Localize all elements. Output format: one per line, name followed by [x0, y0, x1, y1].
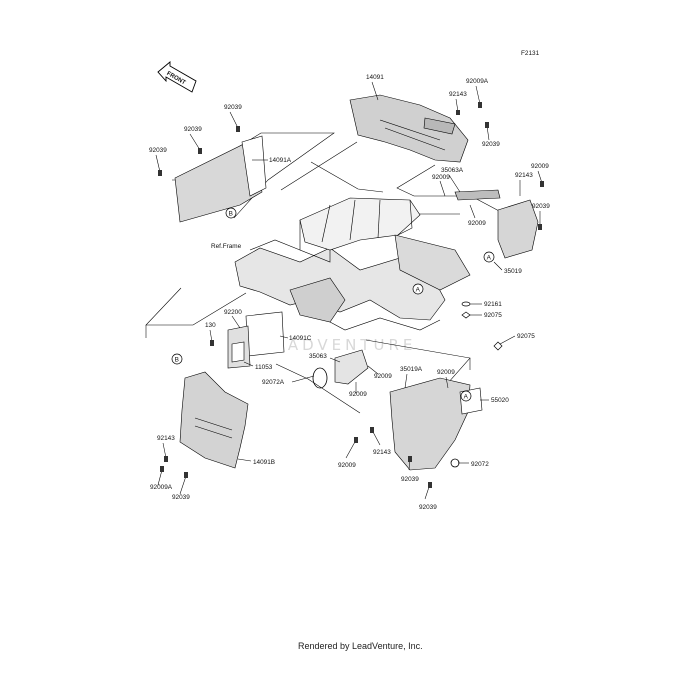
- fasteners: [158, 102, 544, 488]
- part-35019A: 35019A: [400, 366, 423, 373]
- part-92143-bottom: 92143: [373, 449, 391, 456]
- bracket-35019: [454, 189, 539, 259]
- cover-35019A: [389, 377, 483, 471]
- grommet-icon: [461, 311, 471, 319]
- part-92039-bottom-2: 92039: [419, 504, 437, 511]
- part-92075-a: 92075: [484, 312, 502, 319]
- bolt-icon: [540, 181, 544, 187]
- callout-B-lower: B: [175, 357, 179, 364]
- part-92039-bottom: 92039: [401, 476, 419, 483]
- diagram-id: F2131: [521, 50, 540, 57]
- part-92009-right: 92009: [531, 163, 549, 170]
- callout-A-frame: A: [416, 287, 421, 294]
- part-92039-top-left-3: 92039: [149, 147, 167, 154]
- bolt-icon: [370, 427, 374, 433]
- bolt-icon: [354, 437, 358, 443]
- part-number-labels: 14091 92009A 92143 92039 35063A 92009 92…: [149, 74, 550, 511]
- bolt-icon: [428, 482, 432, 488]
- footer-credit: Rendered by LeadVenture, Inc.: [298, 641, 423, 651]
- washer-icon: [461, 301, 471, 307]
- fender-14091: [349, 94, 469, 163]
- bolt-icon: [478, 102, 482, 108]
- front-arrow-icon: FRONT: [157, 61, 197, 93]
- part-92039-left: 92039: [172, 494, 190, 501]
- part-92072: 92072: [471, 461, 489, 468]
- part-92072A: 92072A: [262, 379, 285, 386]
- part-14091C: 14091C: [289, 335, 312, 342]
- part-14091A: 14091A: [269, 157, 292, 164]
- part-35019: 35019: [504, 268, 522, 275]
- bolt-icon: [160, 466, 164, 472]
- reference-callouts: B A A B A: [171, 207, 495, 402]
- part-92009-f: 92009: [338, 462, 356, 469]
- part-92009-mid-b: 92009: [468, 220, 486, 227]
- part-92009A-left: 92009A: [150, 484, 173, 491]
- callout-B-upper: B: [229, 211, 233, 218]
- part-92075-b: 92075: [517, 333, 535, 340]
- bracket-35063: [312, 349, 369, 389]
- bolt-icon: [408, 456, 412, 462]
- part-92009A-top: 92009A: [466, 78, 489, 85]
- clamp-icon: [450, 458, 460, 468]
- part-92161: 92161: [484, 301, 502, 308]
- bolt-icon: [164, 456, 168, 462]
- bolt-icon: [158, 170, 162, 176]
- bolt-icon: [210, 340, 214, 346]
- callout-A-right: A: [487, 255, 492, 262]
- bolt-icon: [538, 224, 542, 230]
- grommet-icon: [493, 341, 503, 351]
- part-92039-top-left-1: 92039: [224, 104, 242, 111]
- main-frame: [234, 197, 471, 331]
- part-35063: 35063: [309, 353, 327, 360]
- part-92039-top-left-2: 92039: [184, 126, 202, 133]
- fender-14091B: [179, 371, 249, 469]
- part-35063A: 35063A: [441, 167, 464, 174]
- part-92143-right: 92143: [515, 172, 533, 179]
- part-92039-right: 92039: [532, 203, 550, 210]
- ref-frame-label: Ref.Frame: [211, 243, 242, 250]
- part-92143-left: 92143: [157, 435, 175, 442]
- panel-14091C: [227, 311, 285, 369]
- watermark: LEADVENTURE: [262, 336, 416, 354]
- part-92009-d: 92009: [349, 391, 367, 398]
- part-14091: 14091: [366, 74, 384, 81]
- bolt-icon: [236, 126, 240, 132]
- bolt-icon: [184, 472, 188, 478]
- part-92009-c: 92009: [374, 373, 392, 380]
- bolt-icon: [485, 122, 489, 128]
- bolt-icon: [456, 110, 460, 115]
- bolt-icon: [198, 148, 202, 154]
- part-92009-e: 92009: [437, 369, 455, 376]
- part-92200: 92200: [224, 309, 242, 316]
- panel-14091A: [174, 135, 267, 223]
- part-11053: 11053: [255, 364, 273, 371]
- part-92009-mid-a: 92009: [432, 174, 450, 181]
- leader-lines: [155, 81, 543, 500]
- callout-A-lower: A: [464, 394, 469, 401]
- part-130: 130: [205, 322, 216, 329]
- part-55020: 55020: [491, 397, 509, 404]
- part-14091B: 14091B: [253, 459, 275, 466]
- part-92143-top: 92143: [449, 91, 467, 98]
- part-92039-top-right: 92039: [482, 141, 500, 148]
